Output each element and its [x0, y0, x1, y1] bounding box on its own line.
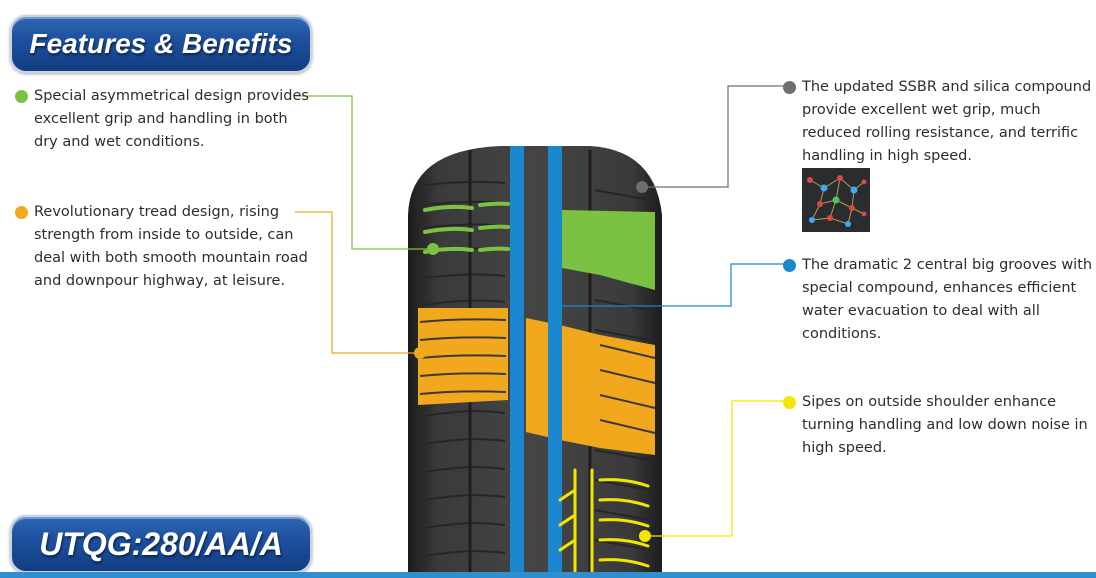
blue-groove-right — [548, 146, 562, 578]
blue-bullet-icon — [783, 259, 796, 272]
orange-tread-zone — [418, 308, 508, 405]
feature-asymmetrical-design: Special asymmetrical design provides exc… — [15, 85, 315, 154]
green-connector-line — [295, 95, 433, 250]
gray-marker-dot — [636, 181, 648, 193]
feature-silica-compound: The updated SSBR and silica compound pro… — [783, 76, 1093, 168]
blue-marker-dot — [550, 300, 562, 312]
orange-bullet-icon — [15, 206, 28, 219]
green-asymmetric-zone — [562, 210, 655, 290]
blue-connector-line — [556, 263, 790, 307]
yellow-marker-dot — [639, 530, 651, 542]
utqg-rating: UTQG:280/AA/A — [39, 525, 283, 562]
feature-text: The dramatic 2 central big grooves with … — [802, 257, 1093, 342]
blue-groove-left — [510, 146, 524, 578]
features-benefits-banner: Features & Benefits — [10, 15, 312, 73]
orange-connector-line — [295, 211, 420, 354]
feature-shoulder-sipes: Sipes on outside shoulder enhance turnin… — [783, 391, 1093, 460]
molecular-network-icon — [802, 168, 870, 232]
feature-tread-design: Revolutionary tread design, rising stren… — [15, 201, 315, 293]
yellow-bullet-icon — [783, 396, 796, 409]
utqg-banner: UTQG:280/AA/A — [10, 515, 312, 573]
green-tread-lines — [423, 201, 510, 254]
green-marker-dot — [427, 243, 439, 255]
orange-marker-dot — [414, 347, 426, 359]
feature-text: Special asymmetrical design provides exc… — [34, 88, 309, 150]
feature-text: Revolutionary tread design, rising stren… — [34, 204, 308, 289]
yellow-connector-line — [645, 400, 790, 537]
yellow-sipes — [558, 468, 650, 578]
gray-bullet-icon — [783, 81, 796, 94]
green-bullet-icon — [15, 90, 28, 103]
bottom-accent-bar — [0, 572, 1096, 578]
gray-connector-line — [642, 85, 790, 188]
feature-text: The updated SSBR and silica compound pro… — [802, 79, 1092, 164]
banner-title: Features & Benefits — [29, 28, 293, 59]
feature-text: Sipes on outside shoulder enhance turnin… — [802, 394, 1088, 456]
feature-central-grooves: The dramatic 2 central big grooves with … — [783, 254, 1093, 346]
